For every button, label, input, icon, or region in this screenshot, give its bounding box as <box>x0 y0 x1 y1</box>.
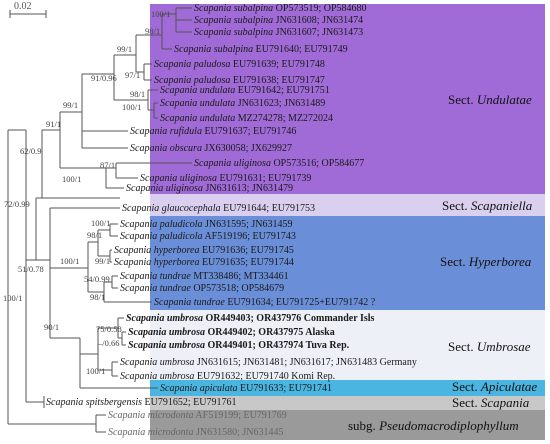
support-value: 54/0.99 <box>84 274 110 284</box>
taxon-label: Scapania microdonta JN631580; JN631445 <box>108 427 283 438</box>
taxon-label: Scapania paludicola JN631595; JN631459 <box>120 219 293 230</box>
band-hyperborea <box>150 216 545 310</box>
support-value: –/0.66 <box>97 338 120 348</box>
taxon-label: Scapania obscura JX630058; JX629927 <box>130 143 292 154</box>
section-label-hyperborea: Sect. Hyperborea <box>440 254 532 269</box>
taxon-label: Scapania subalpina JN631607; JN631473 <box>194 27 363 38</box>
taxon-label: Scapania subalpina OP573519; OP584680 <box>194 3 367 14</box>
tree-branches <box>7 7 192 433</box>
support-value: 75/0.58 <box>96 324 122 334</box>
taxon-label: Scapania subalpina JN631608; JN631474 <box>194 15 363 26</box>
taxon-label: Scapania subalpina EU791640; EU791749 <box>174 44 348 55</box>
band-undulatae <box>150 4 545 194</box>
taxon-label: Scapania hyperborea EU791635; EU791744 <box>114 257 294 268</box>
taxon-label: Scapania paludosa EU791639; EU791748 <box>154 59 325 70</box>
band-scapania <box>150 396 545 410</box>
section-label-undulatae: Sect. Undulatae <box>448 92 532 107</box>
taxon-label: Scapania uliginosa JN631613; JN631479 <box>126 183 293 194</box>
taxon-label: Scapania rufidula EU791637; EU791746 <box>130 126 296 137</box>
taxon-label: Scapania undulata JN631623; JN631489 <box>160 98 325 109</box>
taxon-label: Scapania tundrae OP573518; OP584679 <box>120 283 284 294</box>
band-apiculatae <box>150 380 545 396</box>
support-value: 100/1 <box>3 293 22 303</box>
band-umbrosae <box>150 310 545 380</box>
support-value: 98/1 <box>130 89 145 99</box>
band-scapaniella <box>150 194 545 216</box>
support-value: 72/0.99 <box>4 199 30 209</box>
support-value: 100/1 <box>62 174 81 184</box>
support-value: 91/1 <box>46 119 61 129</box>
taxon-label: Scapania umbrosa JN631615; JN631481; JN6… <box>120 357 417 368</box>
section-label-umbrosae: Sect. Umbrosae <box>448 339 531 354</box>
taxon-labels: Scapania subalpina OP573519; OP584680 Sc… <box>46 3 417 438</box>
support-value: 100/1 <box>60 256 79 266</box>
section-bands <box>150 4 545 440</box>
taxon-label: Scapania tundrae EU791634; EU791725+EU79… <box>154 297 376 308</box>
taxon-label: Scapania microdonta AF519199; EU791769 <box>108 410 287 421</box>
taxon-label: Scapania undulata EU791642; EU791751 <box>160 85 330 96</box>
taxon-label: Scapania spitsbergensis EU791652; EU7917… <box>46 397 236 408</box>
taxon-label: Scapania umbrosa OR449402; OR437975 Alas… <box>128 327 335 338</box>
support-value: 90/1 <box>44 322 59 332</box>
section-label-pseudomacrodiplophyllum: subg. Pseudomacrodiplophyllum <box>348 418 519 433</box>
support-value: 51/0.78 <box>18 264 44 274</box>
taxon-label: Scapania umbrosa EU791632; EU791740 Komi… <box>120 371 335 382</box>
taxon-label: Scapania paludicola AF519196; EU791743 <box>120 231 296 242</box>
section-label-apiculatae: Sect. Apiculatae <box>452 379 537 394</box>
support-value: 62/0.9 <box>20 146 42 156</box>
scale-bar-label: 0.02 <box>14 1 32 12</box>
support-value: 97/1 <box>125 70 140 80</box>
taxon-label: Scapania hyperborea EU791636; EU791745 <box>114 245 294 256</box>
scale-bar: 0.02 <box>9 1 47 18</box>
support-value: 100/1 <box>151 9 170 19</box>
support-value: 100/1 <box>122 102 141 112</box>
section-label-scapaniella: Sect. Scapaniella <box>442 198 533 213</box>
support-value: 98/1 <box>90 292 105 302</box>
taxon-label: Scapania uliginosa OP573516; OP584677 <box>194 158 364 169</box>
taxon-label: Scapania umbrosa OR449403; OR437976 Comm… <box>126 313 375 324</box>
band-pseudo <box>150 410 545 440</box>
support-value: 100/1 <box>86 366 105 376</box>
taxon-label: Scapania apiculata EU791633; EU791741 <box>160 383 332 394</box>
support-values: 100/1 98/1 99/1 97/1 91/0.96 98/1 100/1 … <box>3 9 170 376</box>
support-value: 99/1 <box>117 44 132 54</box>
taxon-label: Scapania uliginosa EU791631; EU791739 <box>140 173 311 184</box>
taxon-label: Scapania tundrae MT338486; MT334461 <box>120 271 289 282</box>
support-value: 99/1 <box>63 100 78 110</box>
taxon-label: Scapania glaucocephala EU791644; EU79175… <box>122 203 315 214</box>
support-value: 99/1 <box>95 256 110 266</box>
taxon-label: Scapania undulata MZ274278; MZ272024 <box>160 113 333 124</box>
taxon-label: Scapania paludosa EU791638; EU791747 <box>154 75 325 86</box>
support-value: 100/1 <box>91 218 110 228</box>
support-value: 87/1 <box>100 160 115 170</box>
support-value: 98/1 <box>87 230 102 240</box>
taxon-label: Scapania umbrosa OR449401; OR437974 Tuva… <box>128 340 350 351</box>
section-label-scapania: Sect. Scapania <box>452 395 530 410</box>
support-value: 98/1 <box>145 26 160 36</box>
support-value: 91/0.96 <box>91 73 117 83</box>
section-labels: Sect. Undulatae Sect. Scapaniella Sect. … <box>348 92 537 433</box>
